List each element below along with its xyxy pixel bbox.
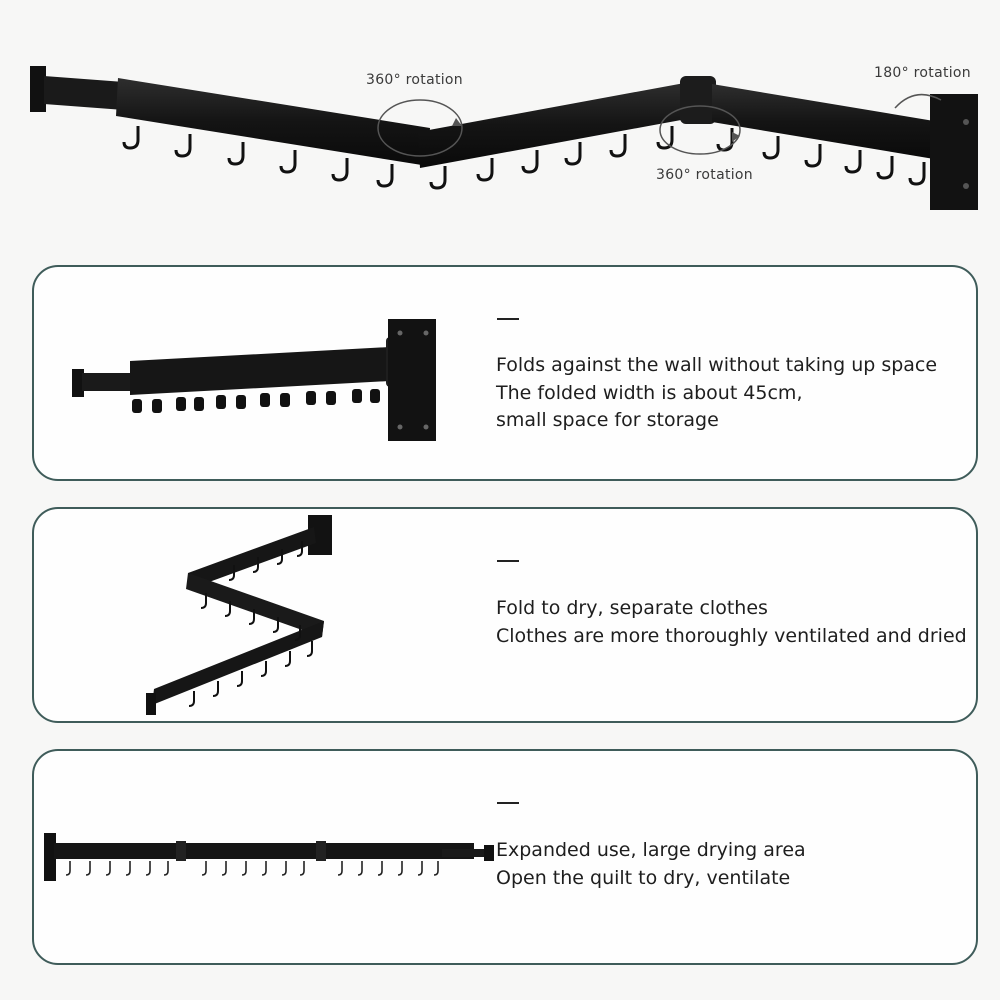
feature-line: small space for storage [496, 409, 719, 431]
feature-text: Fold to dry, separate clothes Clothes ar… [496, 595, 967, 650]
feature-card-expanded: Expanded use, large drying area Open the… [32, 749, 978, 965]
folding-rack-illustration [30, 66, 978, 210]
feature-line: The folded width is about 45cm, [496, 381, 803, 404]
expanded-rack-image [44, 833, 494, 881]
divider-dash [497, 318, 519, 320]
feature-text: Folds against the wall without taking up… [496, 352, 937, 435]
feature-text: Expanded use, large drying area Open the… [496, 837, 806, 892]
rotation-label-bottom: 360° rotation [656, 167, 753, 183]
divider-dash [497, 560, 519, 562]
feature-line: Folds against the wall without taking up… [496, 354, 938, 376]
feature-line: Open the quilt to dry, ventilate [496, 866, 791, 889]
feature-card-folded: Folds against the wall without taking up… [32, 265, 978, 481]
rotation-label-left: 360° rotation [366, 72, 463, 88]
feature-line: Fold to dry, separate clothes [496, 597, 768, 619]
rotation-label-right: 180° rotation [874, 65, 971, 81]
feature-line: Expanded use, large drying area [496, 839, 806, 861]
feature-line: Clothes are more thoroughly ventilated a… [496, 624, 967, 647]
zigzag-rack-image [146, 515, 332, 715]
feature-card-zigzag: Fold to dry, separate clothes Clothes ar… [32, 507, 978, 723]
folded-rack-image [72, 319, 436, 441]
hero-rack-image: 360° rotation 180° rotation 360° rotatio… [0, 0, 1000, 250]
divider-dash [497, 802, 519, 804]
rotation-arrow-icon [377, 93, 942, 157]
